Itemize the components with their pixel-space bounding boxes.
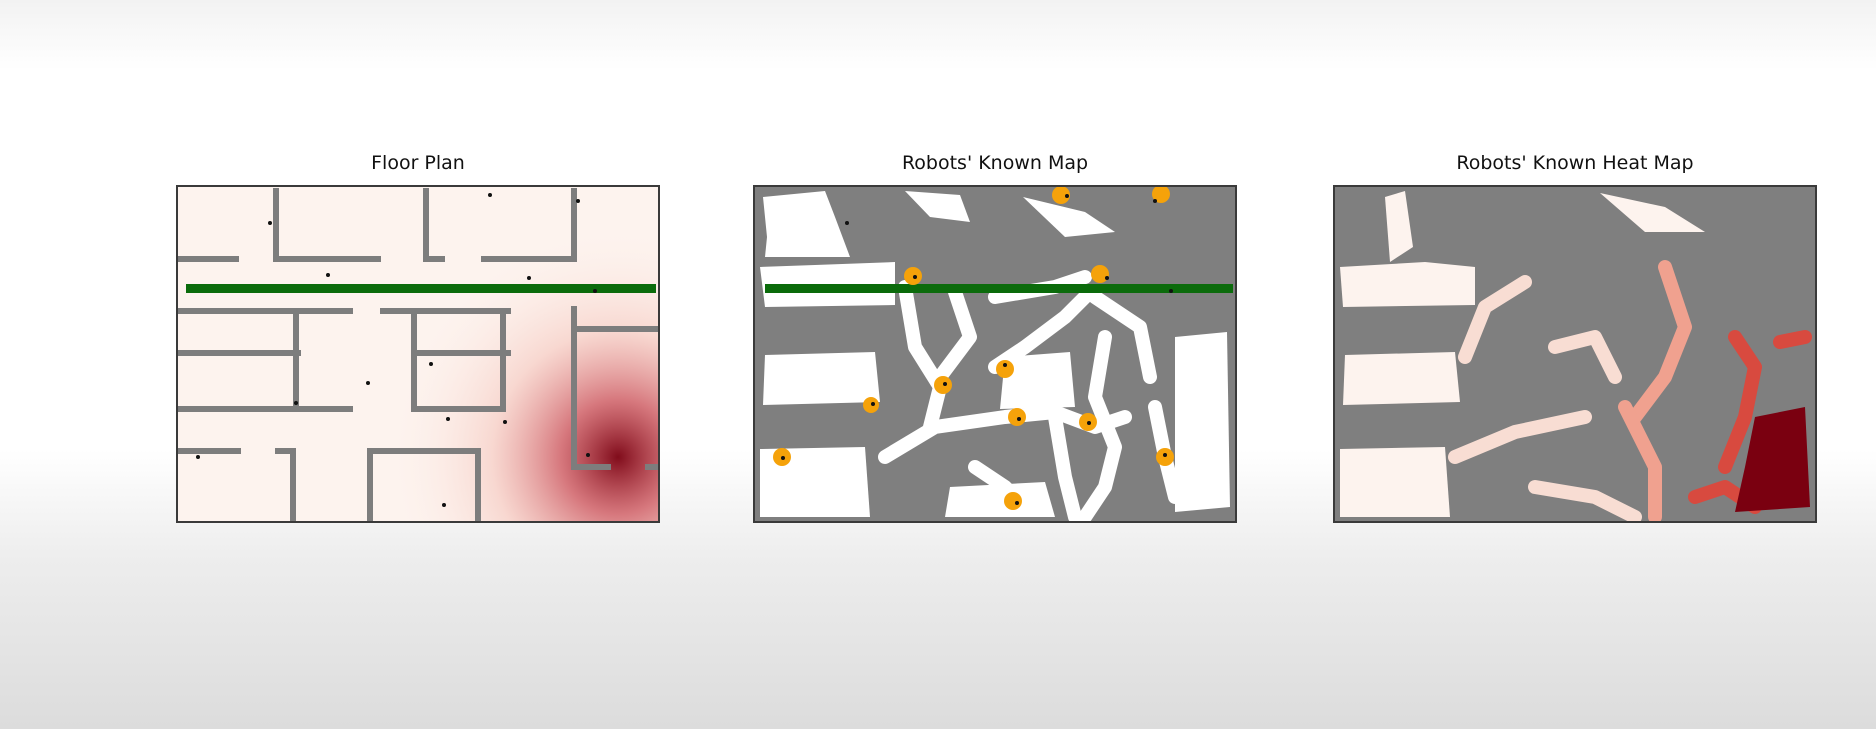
robot-marker: [934, 376, 952, 394]
robot-marker: [1008, 408, 1026, 426]
robot-marker: [996, 360, 1014, 378]
floor-plan-canvas: [178, 187, 658, 521]
path-line: [186, 284, 656, 293]
robot-marker: [1091, 265, 1109, 283]
known-heat-map-frame: [1333, 185, 1817, 523]
known-heat-map-canvas: [1335, 187, 1815, 521]
floor-plan-frame: [176, 185, 660, 523]
robot-marker: [1004, 492, 1022, 510]
robot-marker: [1152, 187, 1170, 203]
known-map-title: Robots' Known Map: [901, 152, 1089, 174]
robot-marker: [1052, 187, 1070, 204]
target-dots: [781, 194, 1173, 505]
robot-marker: [904, 267, 922, 285]
known-map-canvas: [755, 187, 1235, 521]
floor-plan-title: Floor Plan: [371, 152, 465, 174]
path-line: [765, 284, 1233, 293]
robot-markers: [773, 187, 1174, 510]
known-map-frame: [753, 185, 1237, 523]
robot-marker: [863, 397, 879, 413]
known-heat-map-title: Robots' Known Heat Map: [1456, 152, 1694, 174]
target-dots: [196, 193, 597, 507]
